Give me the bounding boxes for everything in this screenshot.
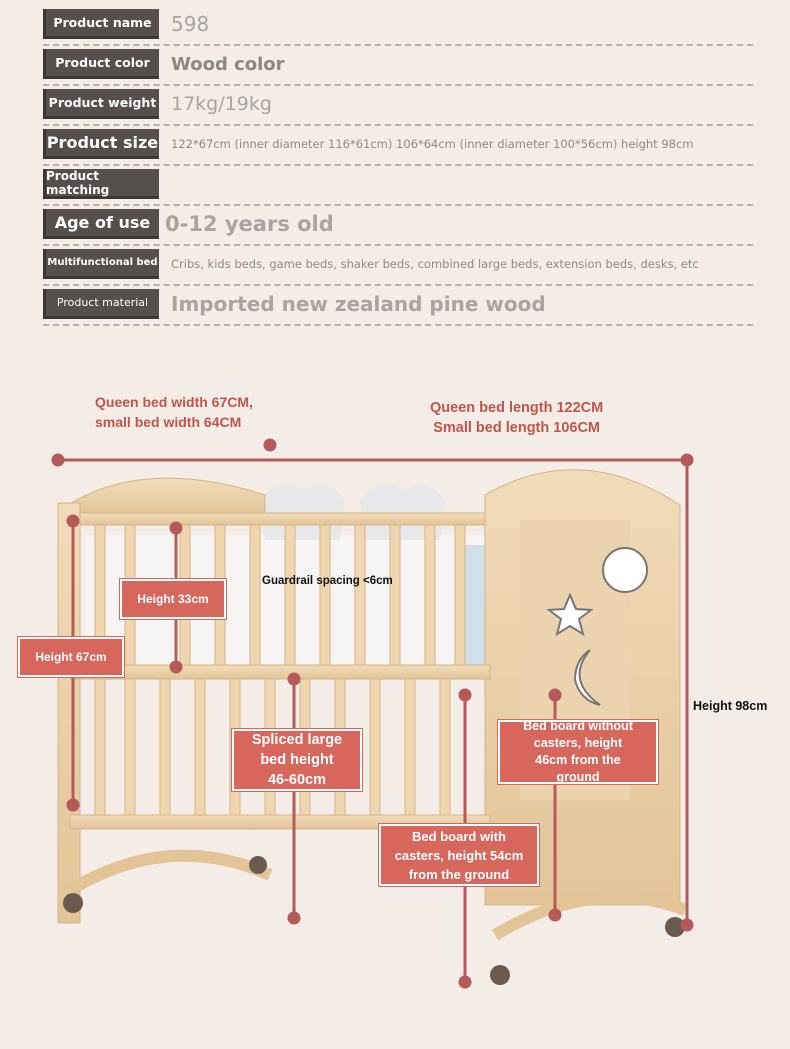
bed-width-callout: Queen bed width 67CM, small bed width 64… bbox=[95, 394, 253, 430]
spec-row-size: Product size 122*67cm (inner diameter 11… bbox=[43, 124, 753, 166]
spec-row-weight: Product weight 17kg/19kg bbox=[43, 84, 753, 126]
spec-label: Product color bbox=[43, 49, 159, 79]
spec-row-name: Product name 598 bbox=[43, 4, 753, 46]
spec-label: Age of use bbox=[43, 209, 159, 239]
board-without-casters-label: Bed board without casters, height 46cm f… bbox=[498, 719, 658, 784]
spec-value: 17kg/19kg bbox=[171, 93, 272, 115]
spliced-bed-height-label: Spliced large bed height 46-60cm bbox=[232, 729, 362, 791]
left-headboard bbox=[59, 477, 266, 516]
height-98-label: Height 98cm bbox=[693, 699, 768, 713]
height-67-label: Height 67cm bbox=[18, 637, 124, 677]
spec-value: 122*67cm (inner diameter 116*61cm) 106*6… bbox=[171, 137, 694, 151]
board-with-casters-label: Bed board with casters, height 54cm from… bbox=[379, 824, 539, 886]
pillow-left bbox=[260, 484, 345, 540]
spec-row-material: Product material Imported new zealand pi… bbox=[43, 284, 753, 326]
spec-label: Product material bbox=[43, 289, 159, 319]
spec-row-multifunctional: Multifunctional bed Cribs, kids beds, ga… bbox=[43, 244, 753, 286]
star-decoration bbox=[546, 592, 594, 637]
left-rocker bbox=[66, 849, 273, 896]
bed-length-callout: Queen bed length 122CM Small bed length … bbox=[430, 400, 604, 436]
height-33-label: Height 33cm bbox=[120, 579, 226, 619]
spec-label: Multifunctional bed bbox=[43, 249, 159, 279]
spec-label: Product weight bbox=[43, 89, 159, 119]
crib-drawing bbox=[51, 438, 694, 989]
bear-head bbox=[602, 547, 648, 593]
crib-diagram: Queen bed width 67CM, small bed width 64… bbox=[0, 345, 790, 1049]
top-rail bbox=[69, 512, 491, 526]
right-rocker bbox=[491, 891, 688, 941]
spec-label: Product matching bbox=[43, 169, 159, 199]
moon-decoration bbox=[573, 649, 601, 706]
casters bbox=[63, 856, 685, 985]
spec-label: Product name bbox=[43, 9, 159, 39]
mid-rail bbox=[69, 664, 491, 680]
spec-row-matching: Product matching bbox=[43, 164, 753, 206]
pillow-right bbox=[360, 484, 445, 540]
spec-value: Cribs, kids beds, game beds, shaker beds… bbox=[171, 257, 699, 271]
dimension-lines bbox=[51, 438, 694, 989]
left-post bbox=[57, 502, 81, 924]
spec-value: 0-12 years old bbox=[165, 212, 334, 236]
spec-row-color: Product color Wood color bbox=[43, 44, 753, 86]
guardrail-spacing-label: Guardrail spacing <6cm bbox=[262, 575, 393, 587]
spec-value: Imported new zealand pine wood bbox=[171, 292, 546, 316]
spec-label: Product size bbox=[43, 129, 159, 159]
spec-row-age: Age of use 0-12 years old bbox=[43, 204, 753, 246]
spec-value: 598 bbox=[171, 12, 210, 36]
spec-value: Wood color bbox=[171, 53, 285, 75]
